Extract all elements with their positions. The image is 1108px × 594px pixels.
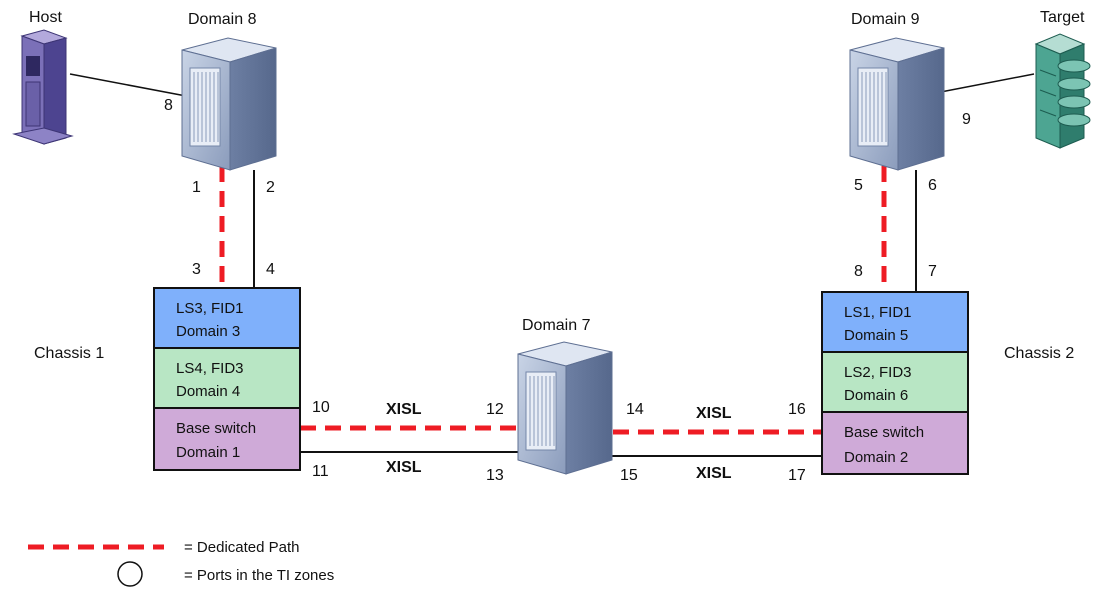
domain7-label: Domain 7: [522, 317, 591, 334]
port-label-2: 2: [266, 179, 275, 196]
chassis1-base-line1: Base switch: [176, 420, 256, 437]
chassis2-ls1-line2: Domain 5: [844, 327, 908, 344]
port-label-14: 14: [626, 401, 644, 418]
chassis1-ls4-line2: Domain 4: [176, 383, 240, 400]
xisl-label-upper-left: XISL: [386, 401, 422, 418]
chassis2-ls2-line2: Domain 6: [844, 387, 908, 404]
xisl-label-lower-left: XISL: [386, 459, 422, 476]
chassis2: LS1, FID1 Domain 5 LS2, FID3 Domain 6 Ba…: [821, 291, 969, 475]
port-label-13: 13: [486, 467, 504, 484]
target-label: Target: [1040, 9, 1085, 26]
chassis2-ls2-line1: LS2, FID3: [844, 364, 912, 381]
domain8-switch-icon: [181, 37, 277, 171]
port-label-5: 5: [854, 177, 863, 194]
chassis1-ls3-box: [153, 287, 301, 349]
port-label-3: 3: [192, 261, 201, 278]
port-label-7: 7: [928, 263, 937, 280]
xisl-label-lower-right: XISL: [696, 465, 732, 482]
chassis1: LS3, FID1 Domain 3 LS4, FID3 Domain 4 Ba…: [153, 287, 301, 471]
xisl-label-upper-right: XISL: [696, 405, 732, 422]
target-storage-icon: [1034, 33, 1091, 149]
port-label-8-left: 8: [164, 97, 173, 114]
chassis2-label: Chassis 2: [1004, 345, 1074, 362]
port-label-17: 17: [788, 467, 806, 484]
chassis1-base-box: [153, 407, 301, 471]
domain9-switch-icon: [849, 37, 945, 171]
chassis2-base-box: [821, 411, 969, 475]
chassis1-ls4-box: [153, 347, 301, 409]
chassis2-ls2-box: [821, 351, 969, 413]
chassis2-base-line2: Domain 2: [844, 449, 908, 466]
port-label-11: 11: [312, 463, 329, 480]
host-label: Host: [29, 9, 62, 26]
port-label-1: 1: [192, 179, 201, 196]
chassis1-label: Chassis 1: [34, 345, 104, 362]
port-label-15: 15: [620, 467, 638, 484]
domain9-label: Domain 9: [851, 11, 920, 28]
chassis2-ls1-line1: LS1, FID1: [844, 304, 912, 321]
legend-dedicated-text: = Dedicated Path: [184, 539, 300, 556]
chassis1-ls3-line2: Domain 3: [176, 323, 240, 340]
link-host-domain8: [69, 73, 187, 97]
port-label-6: 6: [928, 177, 937, 194]
port-label-12: 12: [486, 401, 504, 418]
legend-ti-ports-text: = Ports in the TI zones: [184, 567, 334, 584]
port-label-10: 10: [312, 399, 330, 416]
port-label-16: 16: [788, 401, 806, 418]
chassis2-base-line1: Base switch: [844, 424, 924, 441]
chassis1-ls3-line1: LS3, FID1: [176, 300, 244, 317]
chassis2-ls1-box: [821, 291, 969, 353]
legend-ti-port-circle: [117, 561, 143, 587]
chassis1-base-line2: Domain 1: [176, 444, 240, 461]
host-server-icon: [12, 29, 74, 145]
chassis1-ls4-line1: LS4, FID3: [176, 360, 244, 377]
port-label-9: 9: [962, 111, 971, 128]
port-label-4: 4: [266, 261, 275, 278]
domain8-label: Domain 8: [188, 11, 257, 28]
port-label-8-right: 8: [854, 263, 863, 280]
domain7-switch-icon: [517, 341, 613, 475]
